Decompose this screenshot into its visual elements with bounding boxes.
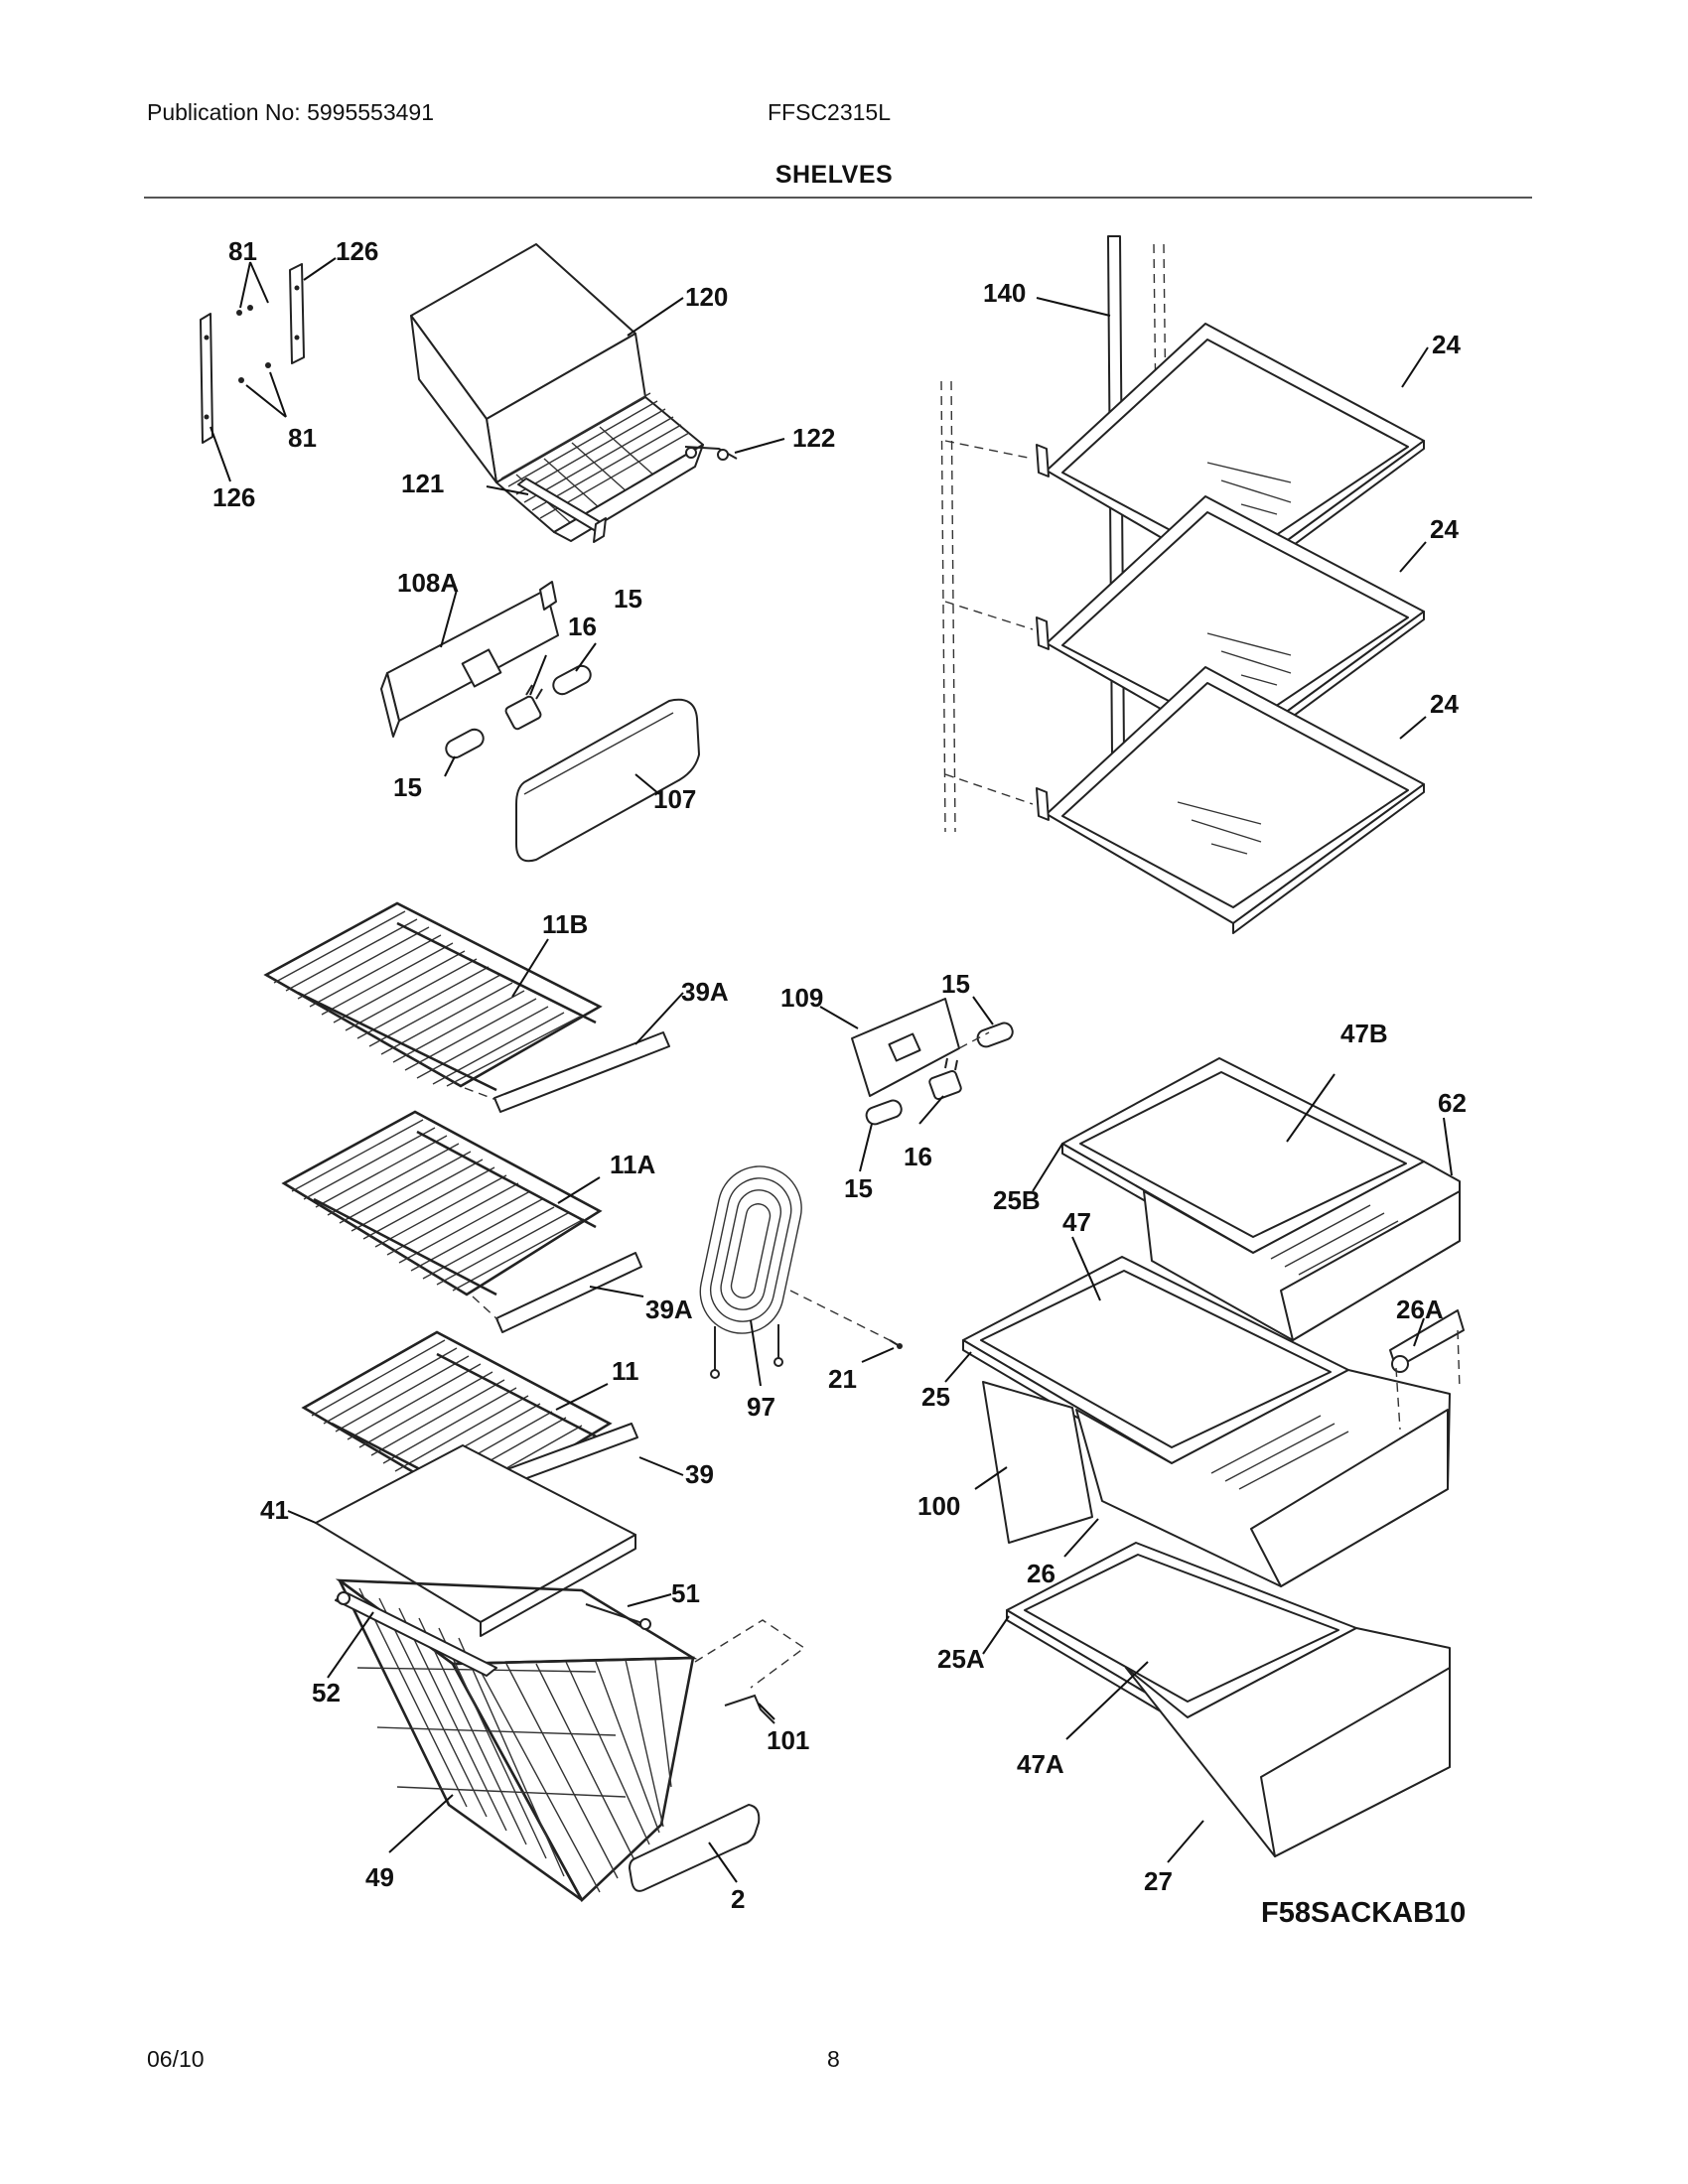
rail-rear-dashed <box>940 380 956 833</box>
bracket-126-left <box>200 313 213 444</box>
callout-52: 52 <box>312 1678 341 1707</box>
callout-15: 15 <box>941 969 970 999</box>
header-divider <box>144 197 1532 199</box>
callout-25a: 25A <box>937 1644 985 1674</box>
callout-109: 109 <box>780 983 823 1013</box>
light-housing-108a <box>380 581 559 738</box>
callout-26a: 26A <box>1396 1295 1444 1324</box>
callout-24: 24 <box>1432 330 1461 359</box>
callout-47: 47 <box>1062 1207 1091 1237</box>
callout-11b: 11B <box>542 909 588 939</box>
callout-39a: 39A <box>645 1295 693 1324</box>
rail-51 <box>585 1603 651 1630</box>
callout-16: 16 <box>568 612 597 641</box>
screws-81 <box>236 305 271 383</box>
callout-25b: 25B <box>993 1185 1041 1215</box>
footer-date: 06/10 <box>147 2046 205 2072</box>
callout-108a: 108A <box>397 568 459 598</box>
callout-16: 16 <box>904 1142 932 1171</box>
callout-15: 15 <box>614 584 642 614</box>
pan-26 <box>1075 1369 1451 1587</box>
callout-11a: 11A <box>610 1150 655 1179</box>
screw-21 <box>889 1339 903 1349</box>
callout-49: 49 <box>365 1862 394 1892</box>
wire-shelf-11a <box>281 1110 603 1297</box>
callout-24: 24 <box>1430 689 1459 719</box>
hinge-122 <box>684 446 738 461</box>
light-cover-107 <box>515 698 700 863</box>
heater-coil-97 <box>699 1165 802 1379</box>
light-socket-16-center <box>928 1057 962 1100</box>
callout-97: 97 <box>747 1392 775 1422</box>
slide-52 <box>335 1591 497 1677</box>
diagram-code: F58SACKAB10 <box>1261 1897 1466 1929</box>
support-100 <box>982 1381 1093 1544</box>
cover-41 <box>315 1444 636 1637</box>
callout-41: 41 <box>260 1495 289 1525</box>
callout-81: 81 <box>228 236 257 266</box>
callout-51: 51 <box>671 1578 700 1608</box>
callout-121: 121 <box>401 469 444 498</box>
pan-27 <box>1125 1627 1451 1857</box>
bracket-121 <box>517 478 607 543</box>
callout-15: 15 <box>393 772 422 802</box>
callout-21: 21 <box>828 1364 857 1394</box>
callout-11: 11 <box>612 1356 639 1386</box>
callout-39: 39 <box>685 1459 714 1489</box>
callout-100: 100 <box>917 1491 960 1521</box>
light-bulb-15-center-upper <box>976 1022 1014 1048</box>
callout-39a: 39A <box>681 977 729 1007</box>
trim-2 <box>629 1804 761 1892</box>
callout-62: 62 <box>1438 1088 1467 1118</box>
page-number: 8 <box>827 2046 840 2072</box>
callout-15: 15 <box>844 1173 873 1203</box>
light-socket-16 <box>504 684 543 731</box>
callout-2: 2 <box>731 1884 745 1914</box>
callout-47a: 47A <box>1017 1749 1064 1779</box>
trim-39a-upper <box>493 1031 670 1113</box>
callout-126: 126 <box>336 236 378 266</box>
callout-81: 81 <box>288 423 317 453</box>
pan-62 <box>1143 1160 1461 1341</box>
callout-24: 24 <box>1430 514 1459 544</box>
bracket-126-right <box>289 263 305 364</box>
callout-26: 26 <box>1027 1559 1055 1588</box>
section-title: SHELVES <box>774 161 894 189</box>
callout-107: 107 <box>653 784 696 814</box>
trim-39a-lower <box>495 1252 642 1333</box>
callout-120: 120 <box>685 282 728 312</box>
wire-basket-49 <box>335 1578 698 1903</box>
callout-126: 126 <box>212 482 255 512</box>
publication-number: Publication No: 5995553491 <box>147 99 435 125</box>
callout-140: 140 <box>983 278 1026 308</box>
stop-101 <box>724 1694 775 1724</box>
callout-122: 122 <box>792 423 835 453</box>
glass-shelf-24-bottom <box>1036 666 1425 934</box>
callout-47b: 47B <box>1340 1019 1388 1048</box>
model-number: FFSC2315L <box>768 99 892 125</box>
callout-27: 27 <box>1144 1866 1173 1896</box>
light-bulb-15-center-lower <box>865 1099 903 1126</box>
callout-25: 25 <box>921 1382 950 1412</box>
callout-101: 101 <box>767 1725 809 1755</box>
wire-shelf-11b <box>263 901 603 1092</box>
light-bulb-15-lower <box>445 728 485 759</box>
light-bulb-15-upper <box>552 664 592 696</box>
